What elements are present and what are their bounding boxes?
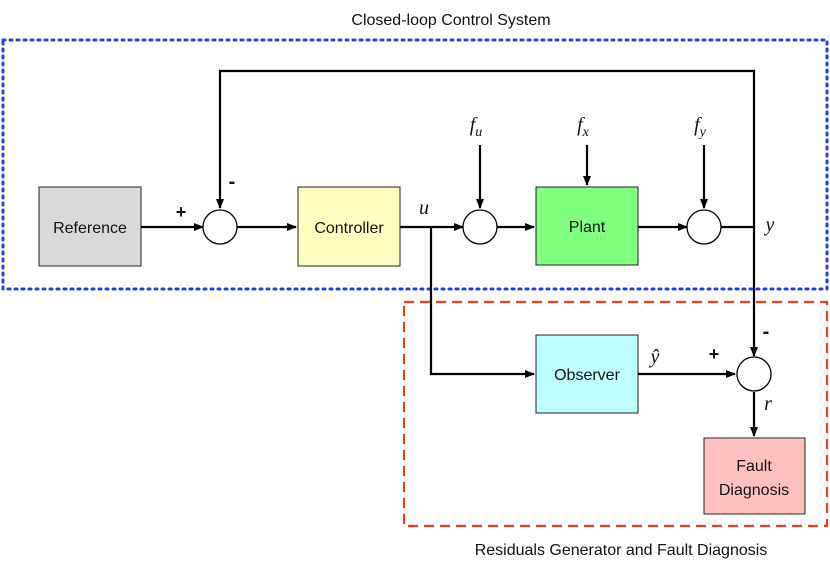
reference-label: Reference <box>53 220 127 237</box>
reference-block <box>38 186 142 267</box>
controller-label: Controller <box>314 220 384 237</box>
sign-y-minus: - <box>763 321 770 343</box>
fault-diagnosis-block <box>703 437 806 515</box>
signal-y-label: y <box>764 214 775 236</box>
wire-feedback-loop <box>216 69 756 227</box>
controller-block <box>297 186 401 267</box>
signal-u-label: u <box>419 197 429 219</box>
fault-diagnosis-label-line2: Diagnosis <box>719 482 789 499</box>
residuals-region <box>402 300 829 528</box>
closed-loop-title: Closed-loop Control System <box>351 12 550 29</box>
summing-junction-reference <box>202 209 238 245</box>
signal-fy-label: fy <box>694 114 707 140</box>
signal-yhat-label: ŷ <box>649 346 660 368</box>
wire-u-to-observer <box>429 227 535 378</box>
signal-fx-label: fx <box>577 114 590 140</box>
signal-fu-label: fu <box>470 114 483 140</box>
closed-loop-region <box>1 38 829 291</box>
residuals-title: Residuals Generator and Fault Diagnosis <box>475 542 768 559</box>
signal-r-label: r <box>764 393 772 415</box>
sign-reference-plus: + <box>176 202 187 222</box>
observer-block <box>535 334 639 414</box>
wire-y-output <box>721 225 758 357</box>
plant-block <box>535 186 639 266</box>
observer-label: Observer <box>554 367 620 384</box>
fault-diagnosis-label-line1: Fault <box>736 458 772 475</box>
sign-yhat-plus: + <box>709 344 720 364</box>
summing-junction-fy <box>686 209 722 245</box>
summing-junction-residual <box>736 356 772 392</box>
sign-feedback-minus: - <box>229 171 236 193</box>
summing-junction-fu <box>462 209 498 245</box>
plant-label: Plant <box>569 219 606 236</box>
